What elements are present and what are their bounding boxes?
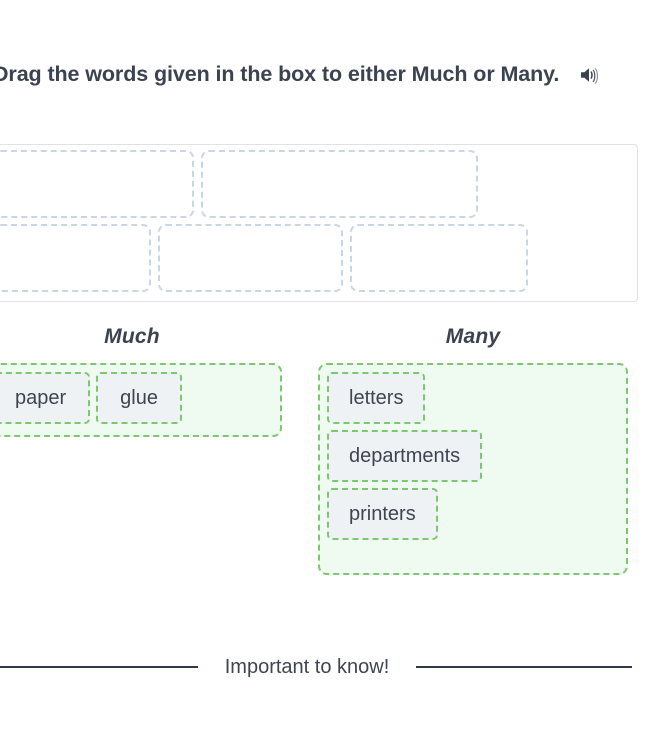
empty-word-slot[interactable] xyxy=(0,224,151,292)
speaker-icon[interactable] xyxy=(578,64,600,86)
word-tile-departments[interactable]: departments xyxy=(327,430,483,482)
word-tile-letters[interactable]: letters xyxy=(327,372,426,424)
instruction-block: Drag the words given in the box to eithe… xyxy=(0,55,613,94)
word-bank-rows xyxy=(0,145,637,303)
category-column-many: Many letters departments printers xyxy=(318,325,628,575)
category-label-many: Many xyxy=(445,325,501,348)
page-title: Drag the words given in the box to eithe… xyxy=(0,62,560,86)
word-tile-paper[interactable]: paper xyxy=(0,372,91,424)
word-tile-glue[interactable]: glue xyxy=(96,372,182,424)
empty-word-slot[interactable] xyxy=(201,150,478,218)
divider-rule-right xyxy=(416,666,632,668)
empty-word-slot[interactable] xyxy=(158,224,343,292)
word-bank[interactable] xyxy=(0,144,638,302)
footer-heading: Important to know! xyxy=(224,656,390,678)
empty-word-slot[interactable] xyxy=(0,150,194,218)
category-label-much: Much xyxy=(104,325,160,348)
word-bank-row xyxy=(0,150,631,218)
drop-zone-much[interactable]: paper glue xyxy=(0,363,282,437)
footer-divider: Important to know! xyxy=(0,648,648,686)
word-tile-printers[interactable]: printers xyxy=(327,488,438,540)
word-bank-row xyxy=(0,224,631,292)
divider-rule-left xyxy=(0,666,198,668)
drop-zone-many[interactable]: letters departments printers xyxy=(318,363,628,575)
empty-word-slot[interactable] xyxy=(350,224,528,292)
category-column-much: Much paper glue xyxy=(0,325,282,437)
